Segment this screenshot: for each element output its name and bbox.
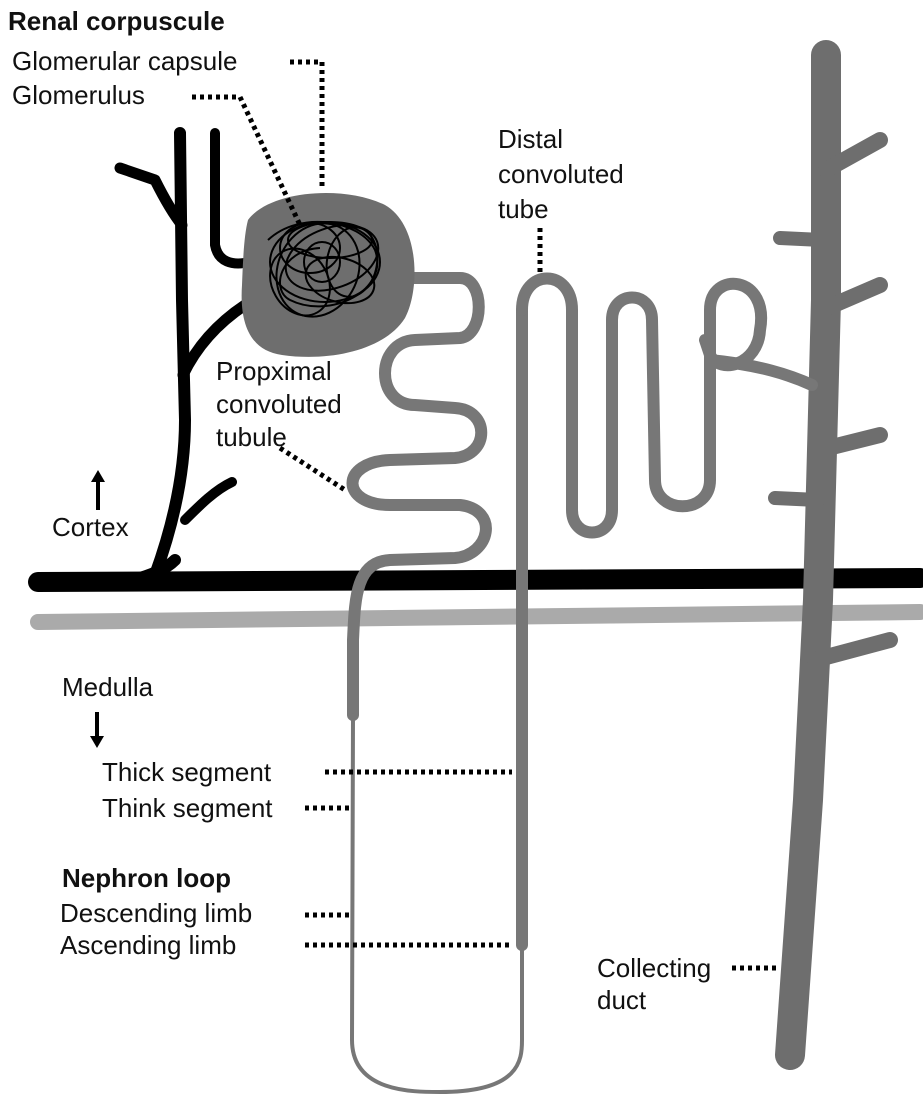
descending-limb-label: Descending limb (60, 898, 252, 928)
proximal-convoluted-tubule-label: Propximal convoluted tubule (216, 355, 342, 454)
glomerular-capsule-label: Glomerular capsule (12, 46, 237, 76)
glomerulus-label: Glomerulus (12, 80, 145, 110)
cortex-medulla-boundary (38, 578, 920, 582)
thick-segment-label: Thick segment (102, 757, 271, 787)
distal-convoluted-tube-label: Distal convoluted tube (498, 122, 624, 227)
cortex-label: Cortex (52, 512, 129, 542)
renal-corpuscle-shape (242, 193, 415, 357)
medulla-arrow (90, 712, 104, 748)
nephron-loop-label: Nephron loop (62, 863, 231, 893)
cortex-arrow (91, 470, 105, 510)
collecting-duct-label: Collecting duct (597, 952, 711, 1016)
medulla-label: Medulla (62, 672, 153, 702)
collecting-duct-shape (775, 55, 890, 1055)
ascending-limb-label: Ascending limb (60, 930, 236, 960)
renal-corpuscule-label: Renal corpuscule (8, 6, 225, 36)
medulla-band (38, 612, 920, 622)
thin-segment-label: Think segment (102, 793, 273, 823)
